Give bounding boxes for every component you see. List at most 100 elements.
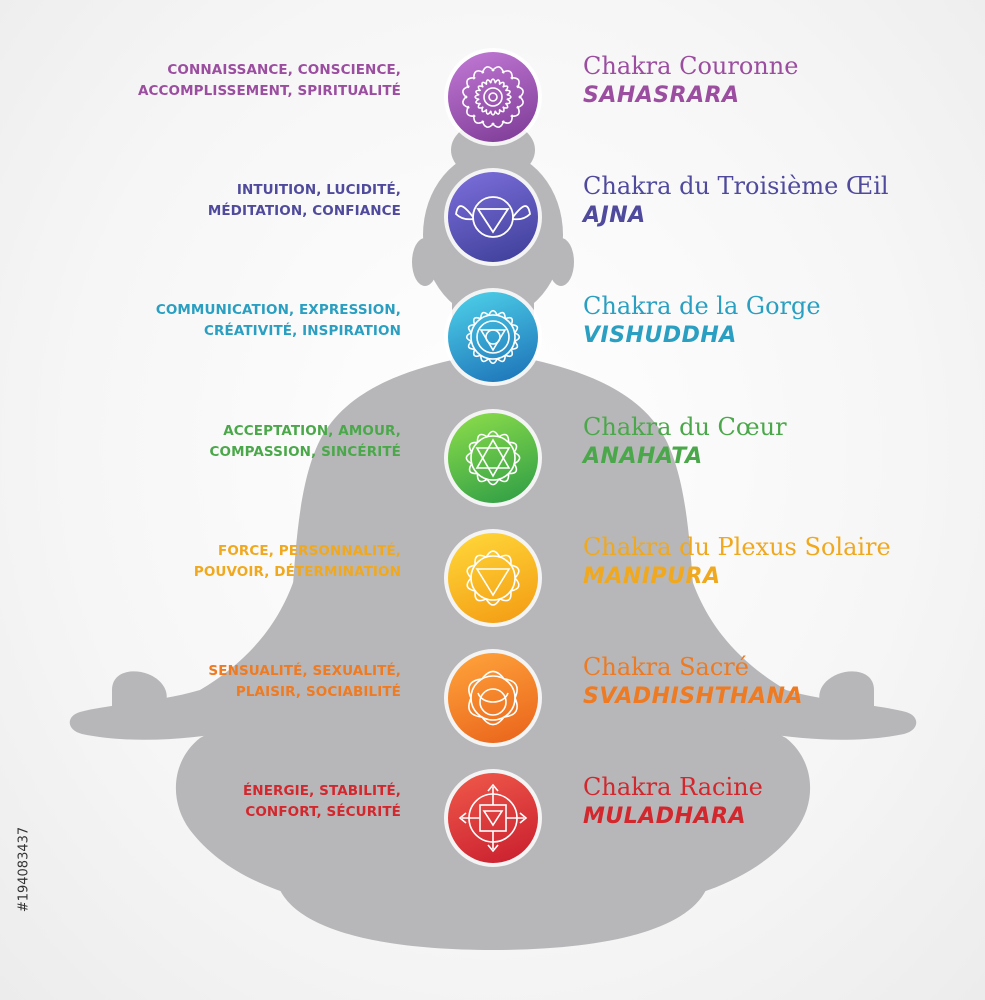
petal [465, 331, 472, 343]
sacral-chakra-icon [448, 653, 538, 743]
desc-line-1: COMMUNICATION, EXPRESSION, [155, 302, 401, 318]
chakra-description: SENSUALITÉ, SEXUALITÉ, PLAISIR, SOCIABIL… [21, 661, 401, 703]
petal [514, 331, 521, 343]
petal [466, 564, 476, 579]
petal [481, 670, 505, 680]
petal [487, 309, 499, 316]
lotus-petal [505, 89, 511, 96]
petal [499, 590, 512, 602]
desc-line-2: CRÉATIVITÉ, INSPIRATION [204, 323, 401, 339]
petal [467, 323, 475, 334]
desc-line-2: ACCOMPLISSEMENT, SPIRITUALITÉ [137, 83, 401, 99]
petal [508, 463, 518, 475]
chakra-title: Chakra du Plexus Solaire [583, 533, 891, 561]
lotus-icon [448, 52, 538, 142]
silhouette-left-hand [112, 671, 167, 721]
petal [481, 716, 505, 726]
petal [472, 316, 482, 326]
petal [496, 311, 507, 319]
chakra-sanskrit-name: SAHASRARA [583, 83, 740, 108]
petal [510, 577, 520, 592]
chakra-sanskrit-name: VISHUDDHA [583, 323, 737, 348]
chakra-sanskrit-name: AJNA [583, 203, 646, 228]
lotus-petal [516, 85, 524, 99]
petal [486, 430, 500, 438]
chakra-sanskrit-name: MULADHARA [583, 804, 746, 829]
petal [496, 355, 507, 363]
desc-line-1: INTUITION, LUCIDITÉ, [236, 182, 401, 198]
solar-plexus-icon [448, 533, 538, 623]
petal [511, 323, 519, 334]
chakra-sanskrit-name: MANIPURA [583, 564, 721, 589]
chakra-row-heart: ACCEPTATION, AMOUR, COMPASSION, SINCÉRIT… [0, 393, 985, 513]
petal [485, 550, 501, 558]
petal [504, 316, 514, 326]
desc-line-1: ÉNERGIE, STABILITÉ, [242, 783, 401, 799]
third-eye-icon [448, 172, 538, 262]
petal [511, 340, 519, 351]
heart-petals [465, 430, 521, 486]
petal [479, 311, 490, 319]
silhouette-left-arm [69, 560, 330, 740]
petal [468, 697, 483, 718]
petal [504, 348, 514, 358]
silhouette-body [175, 360, 811, 912]
petal [467, 340, 475, 351]
chakra-title: Chakra Racine [583, 773, 763, 801]
petal [479, 355, 490, 363]
chakra-row-third-eye: INTUITION, LUCIDITÉ, MÉDITATION, CONFIAN… [0, 152, 985, 272]
petal [476, 473, 488, 483]
lotus-petal [473, 114, 485, 124]
petal [474, 590, 487, 602]
silhouette-right-arm [656, 560, 917, 740]
desc-line-2: PLAISIR, SOCIABILITÉ [235, 684, 401, 700]
chakra-title: Chakra de la Gorge [583, 292, 821, 320]
petal [498, 433, 510, 443]
petal [468, 678, 483, 699]
chakra-row-sacral: SENSUALITÉ, SEXUALITÉ, PLAISIR, SOCIABIL… [0, 633, 985, 753]
heart-chakra-icon [448, 413, 538, 503]
solar-petals [466, 550, 520, 606]
chakra-row-root: ÉNERGIE, STABILITÉ, CONFORT, SÉCURITÉ Ch… [0, 753, 985, 873]
petal [508, 441, 518, 453]
lotus-petal [510, 105, 520, 117]
chakra-description: ACCEPTATION, AMOUR, COMPASSION, SINCÉRIT… [21, 421, 401, 463]
chakra-description: COMMUNICATION, EXPRESSION, CRÉATIVITÉ, I… [21, 300, 401, 342]
petal [476, 433, 488, 443]
petal [474, 554, 487, 566]
desc-line-1: CONNAISSANCE, CONSCIENCE, [167, 62, 401, 78]
chakra-description: ÉNERGIE, STABILITÉ, CONFORT, SÉCURITÉ [21, 781, 401, 823]
petal [468, 441, 478, 453]
chakra-title: Chakra Couronne [583, 52, 799, 80]
petal [510, 564, 520, 579]
chakra-title: Chakra du Cœur [583, 413, 787, 441]
petal [487, 358, 499, 365]
desc-line-2: COMPASSION, SINCÉRITÉ [209, 444, 401, 460]
petal [472, 348, 482, 358]
silhouette-right-hand [819, 671, 874, 721]
petal [465, 451, 473, 465]
desc-line-1: SENSUALITÉ, SEXUALITÉ, [208, 663, 401, 679]
chakra-sanskrit-name: ANAHATA [583, 444, 703, 469]
chakra-title: Chakra Sacré [583, 653, 749, 681]
throat-chakra-icon [448, 292, 538, 382]
petal [486, 478, 500, 486]
petal [503, 678, 518, 699]
lotus-petals [462, 66, 524, 128]
petal [466, 577, 476, 592]
desc-line-2: MÉDITATION, CONFIANCE [207, 203, 401, 219]
chakra-description: FORCE, PERSONNALITÉ, POUVOIR, DÉTERMINAT… [21, 541, 401, 583]
silhouette-shape [69, 120, 917, 950]
chakra-row-solar-plexus: FORCE, PERSONNALITÉ, POUVOIR, DÉTERMINAT… [0, 513, 985, 633]
petal [468, 463, 478, 475]
chakra-row-crown: CONNAISSANCE, CONSCIENCE, ACCOMPLISSEMEN… [0, 32, 985, 152]
desc-line-2: POUVOIR, DÉTERMINATION [193, 564, 401, 580]
silhouette-crossed-legs [280, 860, 706, 950]
petal [498, 473, 510, 483]
petal [503, 697, 518, 718]
desc-line-1: ACCEPTATION, AMOUR, [223, 423, 401, 439]
petal [485, 598, 501, 606]
chakra-description: CONNAISSANCE, CONSCIENCE, ACCOMPLISSEMEN… [21, 60, 401, 102]
